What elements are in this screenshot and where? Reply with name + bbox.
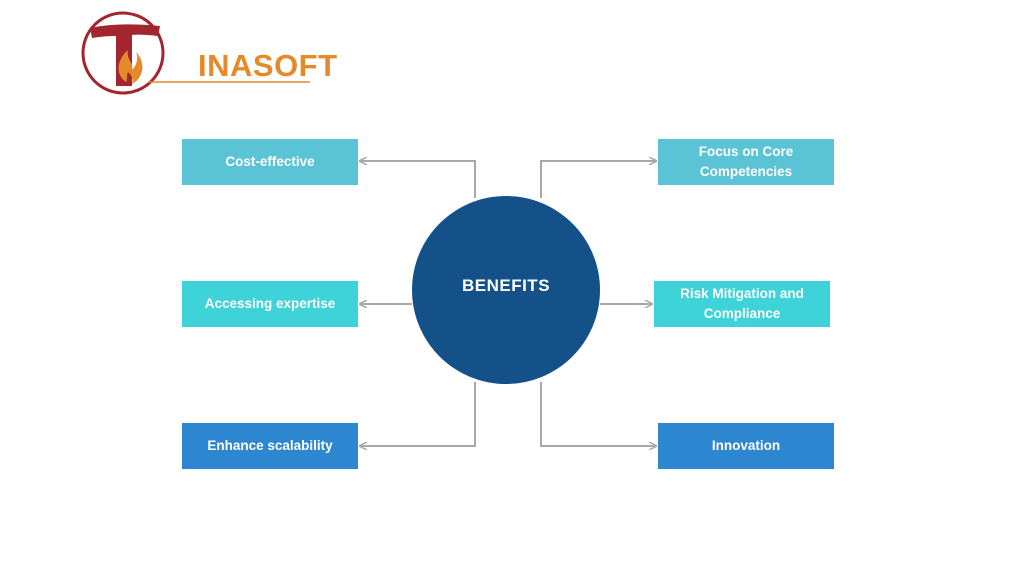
benefit-label: Innovation [711,438,781,453]
benefit-box-focus-core-competencies: Focus on Core Competencies [658,139,834,185]
logo-emblem-icon [81,11,310,95]
connector-cost-effective [360,161,476,198]
center-label: BENEFITS [461,276,551,295]
tinasoft-logo: INASOFT [78,8,337,98]
benefit-box-cost-effective: Cost-effective [182,139,358,185]
logo-wordmark: INASOFT [198,48,338,83]
benefit-label: Accessing expertise [204,296,336,311]
benefit-box-risk-mitigation: Risk Mitigation and Compliance [654,281,830,327]
connector-innovation [540,382,656,446]
benefit-label: Focus on Core Competencies [698,144,794,179]
benefit-box-innovation: Innovation [658,423,834,469]
benefit-label: Risk Mitigation and Compliance [680,286,804,321]
benefit-box-accessing-expertise: Accessing expertise [182,281,358,327]
benefit-label: Enhance scalability [207,438,333,453]
benefit-box-enhance-scalability: Enhance scalability [182,423,358,469]
benefit-label: Cost-effective [225,154,315,169]
connector-enhance-scalability [360,382,476,446]
benefits-center-node: BENEFITS [412,196,600,384]
connector-focus-core [540,161,656,198]
